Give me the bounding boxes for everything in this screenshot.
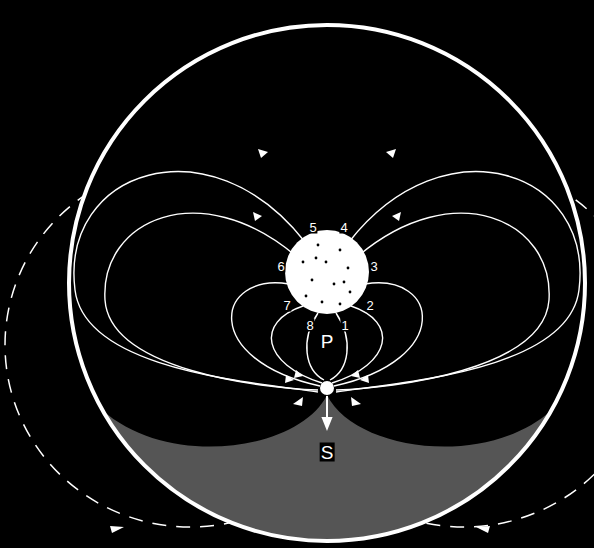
texture-dot xyxy=(311,279,314,282)
arrowhead xyxy=(285,375,294,383)
texture-dot xyxy=(333,283,336,286)
texture-dot xyxy=(339,303,342,306)
texture-dot xyxy=(315,257,318,260)
field-line xyxy=(74,172,318,392)
satellite-dot xyxy=(320,381,334,395)
velocity-arrow xyxy=(326,396,328,424)
arrowhead xyxy=(258,149,268,158)
arrowhead xyxy=(351,370,360,378)
arrowhead xyxy=(392,212,401,221)
arrowhead xyxy=(294,370,303,378)
texture-dot xyxy=(339,249,342,252)
texture-dot xyxy=(317,244,320,247)
field-line xyxy=(336,172,580,392)
dashed-loop xyxy=(279,163,594,527)
callout-number: 6 xyxy=(276,260,285,273)
callout-number: 7 xyxy=(282,299,291,312)
arrowhead xyxy=(386,149,396,158)
arrowhead xyxy=(293,397,303,406)
callout-number: 2 xyxy=(365,299,374,312)
callout-number: 8 xyxy=(305,319,314,332)
texture-dot xyxy=(325,261,328,264)
texture-dot xyxy=(321,301,324,304)
texture-dot xyxy=(347,267,350,270)
arrowhead xyxy=(351,397,361,406)
callout-number: 1 xyxy=(340,319,349,332)
field-line xyxy=(105,213,318,390)
arrowhead xyxy=(476,526,490,533)
callout-number: 4 xyxy=(339,221,348,234)
texture-dot xyxy=(305,295,308,298)
texture-dot xyxy=(343,281,346,284)
boundary-circle xyxy=(69,25,585,541)
callout-number: 5 xyxy=(308,221,317,234)
texture-dot xyxy=(349,291,352,294)
body-label: S xyxy=(320,443,335,462)
texture-dot xyxy=(302,261,305,264)
dashed-loop xyxy=(5,163,375,527)
planet-texture xyxy=(302,244,352,306)
arrowhead xyxy=(253,212,262,221)
planet xyxy=(285,230,369,314)
arrowhead xyxy=(110,526,124,533)
callout-number: 3 xyxy=(369,260,378,273)
field-line xyxy=(336,213,549,390)
arrowhead xyxy=(360,375,369,383)
body-label: P xyxy=(320,332,335,351)
